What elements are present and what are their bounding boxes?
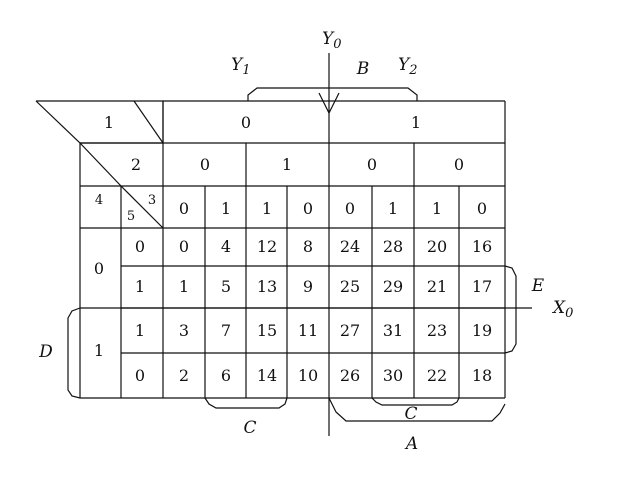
map-cell: 2 bbox=[179, 366, 189, 385]
brace-b bbox=[247, 87, 418, 101]
var3-value: 0 bbox=[345, 199, 355, 218]
map-cell: 24 bbox=[340, 237, 360, 256]
label-y2: Y2 bbox=[398, 55, 418, 78]
map-cell: 8 bbox=[303, 237, 313, 256]
map-cell: 30 bbox=[383, 366, 403, 385]
var3-label: 3 bbox=[148, 193, 156, 208]
var5-value: 1 bbox=[135, 321, 145, 340]
map-cell: 0 bbox=[179, 237, 189, 256]
var4-label: 4 bbox=[95, 193, 103, 208]
map-cell: 22 bbox=[427, 366, 447, 385]
label-d: D bbox=[38, 342, 53, 362]
map-cell: 26 bbox=[340, 366, 360, 385]
label-c-left: C bbox=[243, 418, 256, 438]
var4-value: 1 bbox=[94, 341, 104, 360]
map-cell: 16 bbox=[472, 237, 492, 256]
map-cell: 17 bbox=[472, 277, 492, 296]
map-cell: 11 bbox=[298, 321, 318, 340]
var3-value: 1 bbox=[221, 199, 231, 218]
map-cell: 10 bbox=[298, 366, 318, 385]
brace-c-right bbox=[371, 397, 460, 406]
map-cell: 20 bbox=[427, 237, 447, 256]
map-cell: 1 bbox=[179, 277, 189, 296]
map-cell: 7 bbox=[221, 321, 231, 340]
var3-value: 1 bbox=[388, 199, 398, 218]
brace-d bbox=[67, 307, 81, 399]
var5-value: 0 bbox=[135, 237, 145, 256]
var3-value: 1 bbox=[262, 199, 272, 218]
map-cell: 19 bbox=[472, 321, 492, 340]
map-cell: 25 bbox=[340, 277, 360, 296]
map-cell: 23 bbox=[427, 321, 447, 340]
var3-value: 0 bbox=[179, 199, 189, 218]
map-cell: 15 bbox=[257, 321, 277, 340]
corner-header bbox=[35, 100, 164, 229]
label-a: A bbox=[404, 434, 418, 454]
label-c-right: C bbox=[404, 404, 417, 424]
map-cell: 3 bbox=[179, 321, 189, 340]
brace-a bbox=[328, 397, 506, 422]
var2-value: 1 bbox=[282, 155, 292, 174]
var3-value: 0 bbox=[477, 199, 487, 218]
map-cell: 12 bbox=[257, 237, 277, 256]
var2-label: 2 bbox=[131, 155, 141, 174]
y0-arrowhead bbox=[318, 92, 340, 115]
map-cell: 13 bbox=[257, 277, 277, 296]
label-y1: Y1 bbox=[231, 55, 251, 78]
map-cell: 4 bbox=[221, 237, 231, 256]
map-cell: 27 bbox=[340, 321, 360, 340]
label-x0: X0 bbox=[551, 298, 573, 321]
var5-value: 0 bbox=[135, 366, 145, 385]
map-cell: 31 bbox=[383, 321, 403, 340]
var5-value: 1 bbox=[135, 277, 145, 296]
map-cell: 18 bbox=[472, 366, 492, 385]
map-cell: 28 bbox=[383, 237, 403, 256]
var1-value: 1 bbox=[411, 113, 421, 132]
var2-value: 0 bbox=[200, 155, 210, 174]
map-cell: 9 bbox=[303, 277, 313, 296]
map-cell: 14 bbox=[257, 366, 277, 385]
brace-e bbox=[504, 265, 517, 354]
label-b: B bbox=[356, 59, 370, 79]
label-y0: Y0 bbox=[322, 29, 342, 52]
var1-label: 1 bbox=[104, 113, 114, 132]
var4-value: 0 bbox=[94, 259, 104, 278]
var1-value: 0 bbox=[241, 113, 251, 132]
map-cell: 29 bbox=[383, 277, 403, 296]
brace-c-left bbox=[204, 397, 288, 409]
var2-value: 0 bbox=[367, 155, 377, 174]
map-cell: 6 bbox=[221, 366, 231, 385]
var2-value: 0 bbox=[454, 155, 464, 174]
var5-label: 5 bbox=[127, 209, 135, 224]
map-cell: 5 bbox=[221, 277, 231, 296]
label-e: E bbox=[531, 276, 545, 296]
var3-value: 0 bbox=[303, 199, 313, 218]
map-cell: 21 bbox=[427, 277, 447, 296]
var3-value: 1 bbox=[432, 199, 442, 218]
